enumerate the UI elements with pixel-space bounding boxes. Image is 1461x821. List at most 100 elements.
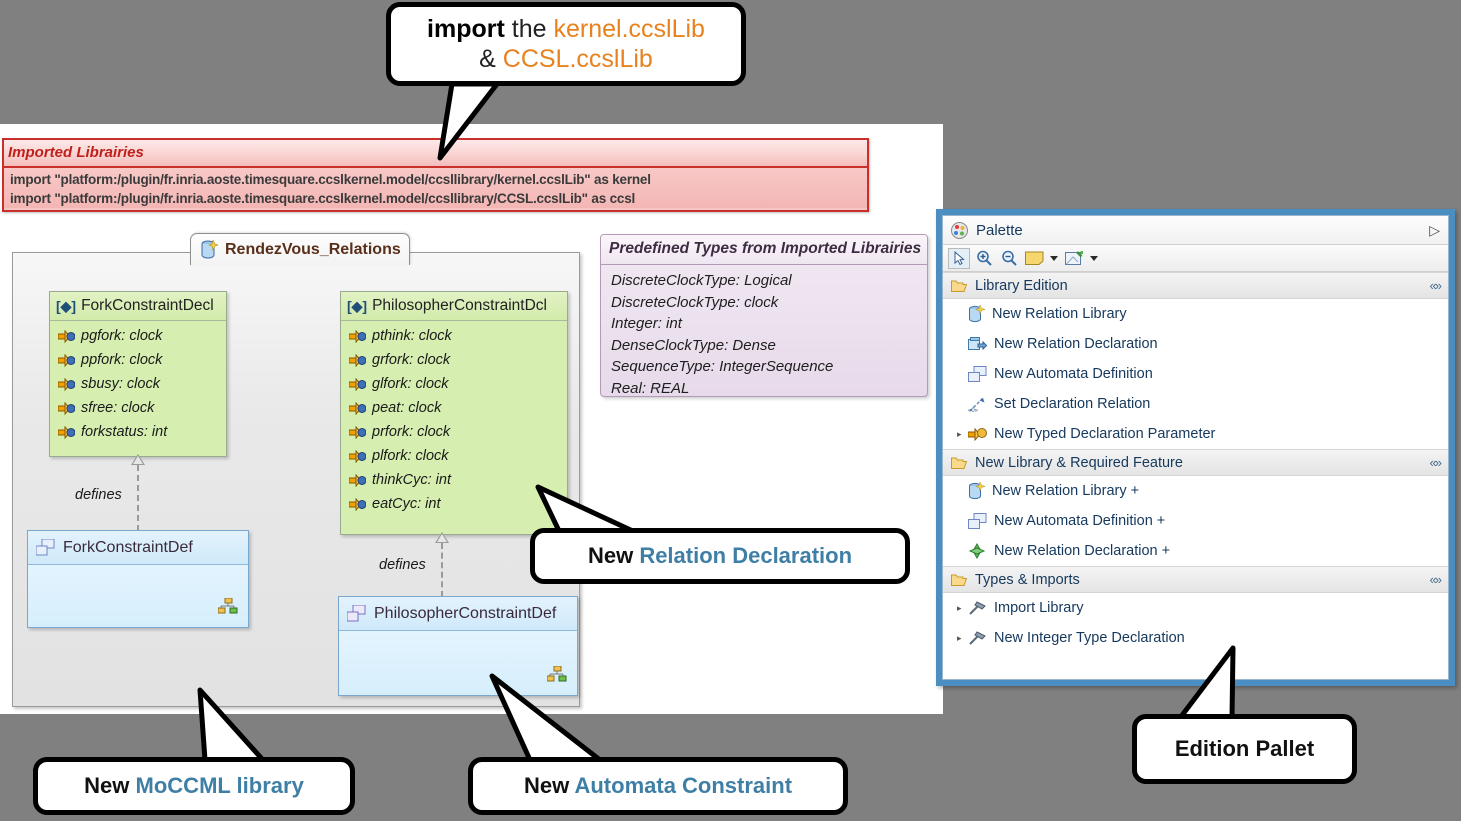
attribute-label: pthink: clock (372, 328, 452, 344)
collapse-icon[interactable]: «» (1429, 455, 1443, 470)
predefined-type-entry: SequenceType: IntegerSequence (611, 358, 834, 375)
class-box-fork-constraint-decl[interactable]: [◆] ForkConstraintDecl pgfork: clock ppf… (49, 291, 227, 457)
palette-group-label: New Library & Required Feature (975, 454, 1183, 471)
parameter-icon (58, 401, 75, 415)
relation-library-icon (201, 239, 218, 258)
attribute-label: forkstatus: int (81, 424, 168, 440)
collapse-icon[interactable]: «» (1429, 572, 1443, 587)
parameter-icon (58, 425, 75, 439)
class-box-philosopher-constraint-def[interactable]: PhilosopherConstraintDef (338, 596, 578, 696)
callout-prefix: New (587, 543, 640, 568)
attribute-row: pthink: clock (341, 324, 567, 348)
palette-item-label: Import Library (994, 600, 1084, 616)
callout-accent: Automata Constraint (574, 773, 793, 798)
attribute-label: pgfork: clock (81, 328, 163, 344)
callout-import-kernel: kernel.ccslLib (553, 15, 705, 43)
parameter-icon (349, 497, 366, 511)
relation-library-icon (968, 482, 985, 500)
callout-text: New MoCCML library (84, 773, 304, 799)
class-attributes: pthink: clock grfork: clock glfork: cloc… (341, 321, 567, 520)
predefined-types-list: DiscreteClockType: Logical DiscreteClock… (601, 265, 927, 399)
generalization-arrow-icon (435, 532, 449, 543)
import-statement: import "platform:/plugin/fr.inria.aoste.… (10, 191, 636, 206)
callout-text: import the kernel.ccslLib & CCSL.ccslLib (415, 14, 717, 74)
palette-item-new-automata-definition-plus[interactable]: New Automata Definition + (943, 506, 1448, 536)
palette-item-label: New Relation Declaration + (994, 543, 1171, 559)
imported-libraries-panel[interactable]: Imported Librairies import "platform:/pl… (2, 138, 869, 212)
predefined-types-panel[interactable]: Predefined Types from Imported Librairie… (600, 234, 928, 397)
palette-item-label: New Typed Declaration Parameter (994, 426, 1216, 442)
palette-item-import-library[interactable]: ▸ Import Library (943, 593, 1448, 623)
class-header: [◆] ForkConstraintDecl (50, 292, 226, 321)
parameter-icon (349, 377, 366, 391)
predefined-types-title: Predefined Types from Imported Librairie… (601, 235, 927, 265)
class-box-fork-constraint-def[interactable]: ForkConstraintDef (27, 530, 249, 628)
palette-inner: Palette ▷ (942, 215, 1449, 680)
dashed-line (441, 543, 443, 597)
palette-group-library-edition[interactable]: Library Edition «» (943, 272, 1448, 299)
hierarchy-icon (546, 665, 567, 687)
palette-group-types-imports[interactable]: Types & Imports «» (943, 566, 1448, 593)
note-icon[interactable] (1023, 248, 1045, 269)
palette-item-new-typed-declaration-parameter[interactable]: ▸ New Typed Declaration Parameter (943, 419, 1448, 449)
palette-item-new-relation-declaration-plus[interactable]: New Relation Declaration + (943, 536, 1448, 566)
automata-definition-icon (968, 365, 987, 383)
definition-body (28, 565, 248, 627)
note-attachment-icon[interactable] (1063, 248, 1085, 269)
callout-import-ccsl: CCSL.ccslLib (502, 45, 653, 73)
note-attachment-dropdown-caret-icon[interactable] (1090, 255, 1098, 261)
folder-icon (951, 574, 968, 586)
attribute-row: prfork: clock (341, 420, 567, 444)
callout-import-keyword: import (427, 15, 505, 43)
palette-title: Palette (976, 221, 1023, 239)
link-label: defines (379, 557, 426, 573)
palette-item-new-relation-library-plus[interactable]: New Relation Library + (943, 476, 1448, 506)
callout-prefix: New (523, 773, 575, 798)
palette-toolbar[interactable] (943, 245, 1448, 272)
attribute-label: glfork: clock (372, 376, 449, 392)
attribute-row: forkstatus: int (50, 420, 226, 444)
attribute-row: glfork: clock (341, 372, 567, 396)
palette-item-label: New Automata Definition + (994, 513, 1166, 529)
callout-text: Edition Pallet (1174, 736, 1315, 761)
uml-diagram-canvas[interactable]: [◆] ForkConstraintDecl pgfork: clock ppf… (12, 252, 580, 707)
generalization-arrow-icon (131, 454, 145, 465)
attribute-label: ppfork: clock (81, 352, 163, 368)
palette-panel[interactable]: Palette ▷ (936, 209, 1455, 686)
predefined-type-entry: DiscreteClockType: clock (611, 293, 779, 311)
attribute-row: plfork: clock (341, 444, 567, 468)
hammer-icon (968, 630, 987, 646)
class-box-philosopher-constraint-dcl[interactable]: [◆] PhilosopherConstraintDcl pthink: clo… (340, 291, 568, 535)
imported-libraries-body: import "platform:/plugin/fr.inria.aoste.… (4, 168, 867, 208)
palette-group-label: Types & Imports (975, 571, 1080, 588)
palette-title-bar[interactable]: Palette ▷ (943, 216, 1448, 245)
palette-expand-icon[interactable]: ▷ (1429, 221, 1440, 238)
palette-item-new-integer-type-declaration[interactable]: ▸ New Integer Type Declaration (943, 623, 1448, 653)
dashed-line (137, 465, 139, 531)
palette-item-label: Set Declaration Relation (994, 396, 1151, 412)
collapse-icon[interactable]: «» (1429, 278, 1443, 293)
hammer-icon (968, 600, 987, 616)
note-dropdown-caret-icon[interactable] (1050, 255, 1058, 261)
diagram-tab-label: RendezVous_Relations (225, 240, 401, 258)
palette-item-label: New Relation Declaration (994, 336, 1158, 352)
callout-text: New Automata Constraint (524, 773, 792, 799)
palette-group-new-library-required-feature[interactable]: New Library & Required Feature «» (943, 449, 1448, 476)
declaration-stereotype-icon: [◆] (347, 298, 368, 314)
svg-text:«0»: «0» (968, 408, 979, 413)
callout-import-libraries: import the kernel.ccslLib & CCSL.ccslLib (386, 2, 746, 86)
automata-definition-icon (347, 604, 366, 621)
palette-item-set-declaration-relation[interactable]: «0» Set Declaration Relation (943, 389, 1448, 419)
zoom-out-icon[interactable] (998, 248, 1020, 269)
expander-arrow-icon[interactable]: ▸ (957, 602, 962, 613)
expander-arrow-icon[interactable]: ▸ (957, 632, 962, 643)
expander-arrow-icon[interactable]: ▸ (957, 428, 962, 439)
palette-item-new-relation-library[interactable]: New Relation Library (943, 299, 1448, 329)
parameter-icon (349, 401, 366, 415)
zoom-in-icon[interactable] (973, 248, 995, 269)
palette-item-new-relation-declaration[interactable]: New Relation Declaration (943, 329, 1448, 359)
diagram-tab-rendezvous-relations[interactable]: RendezVous_Relations (190, 233, 410, 265)
palette-item-new-automata-definition[interactable]: New Automata Definition (943, 359, 1448, 389)
select-arrow-icon[interactable] (948, 247, 970, 269)
attribute-label: thinkCyc: int (372, 472, 451, 488)
